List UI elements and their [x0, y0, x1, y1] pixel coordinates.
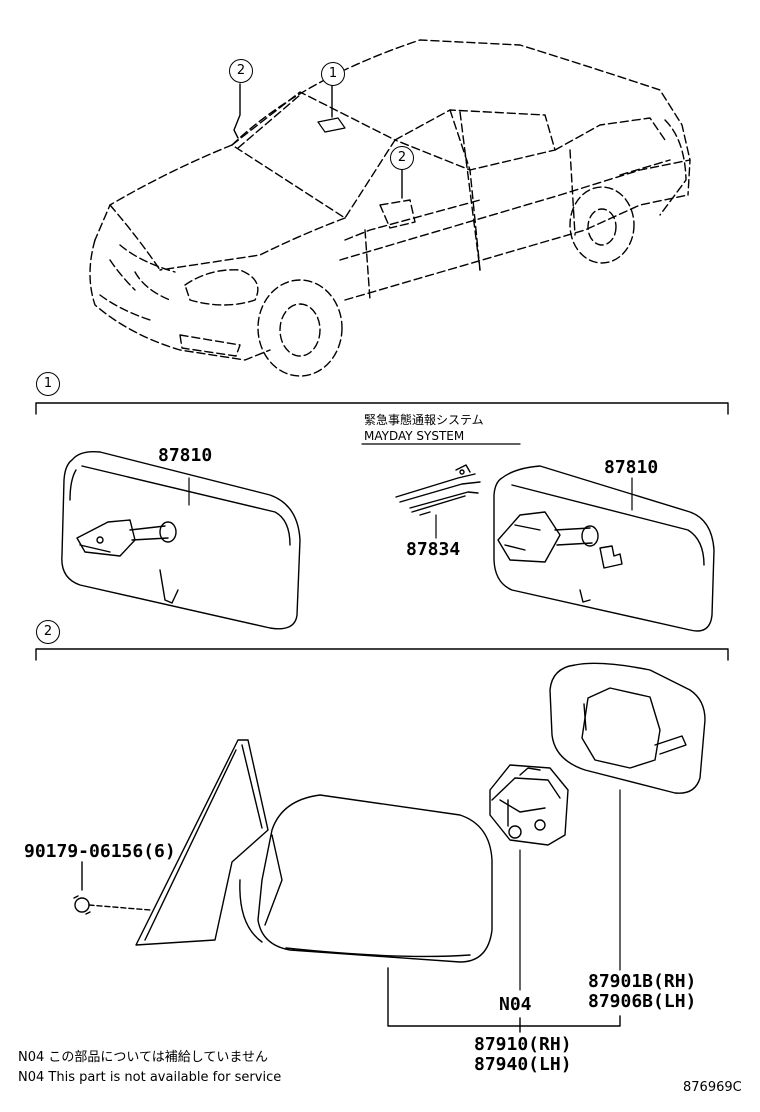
mayday-label-en: MAYDAY SYSTEM	[364, 429, 465, 443]
car-illustration	[89, 39, 691, 377]
part-number-87910-rh: 87910(RH)	[474, 1034, 572, 1055]
inner-mirror-right-drawing	[493, 465, 715, 632]
mirror-housing-drawing	[239, 794, 493, 963]
bolt-drawing	[73, 861, 151, 915]
group-2-bracket	[35, 648, 729, 661]
car-callout-leaders	[233, 83, 403, 199]
note-english: N04 This part is not available for servi…	[18, 1070, 282, 1085]
mirror-base-drawing	[135, 739, 269, 946]
part-number-87834: 87834	[406, 539, 461, 560]
inner-mirror-left-drawing	[61, 450, 301, 630]
part-number-87810-left: 87810	[158, 445, 213, 466]
part-number-87810-right: 87810	[604, 457, 659, 478]
part-number-87901b-rh: 87901B(RH)	[588, 971, 697, 992]
car-callout-2-left: 2	[229, 59, 253, 83]
group-2-callout: 2	[36, 620, 60, 644]
note-japanese: N04 この部品については補給していません	[18, 1050, 268, 1065]
mayday-wire-drawing	[395, 464, 481, 516]
group-1-bracket	[35, 402, 729, 415]
group-1-callout: 1	[36, 372, 60, 396]
mirror-motor-drawing	[489, 764, 569, 846]
diagram-id: 876969C	[683, 1080, 742, 1095]
assembly-bracket	[387, 967, 621, 1033]
part-number-bolt: 90179-06156(6)	[24, 841, 176, 862]
mayday-label-jp: 緊急事態通報システム	[364, 413, 484, 427]
mirror-glass-drawing	[549, 662, 706, 794]
part-number-87906b-lh: 87906B(LH)	[588, 991, 697, 1012]
car-callout-1: 1	[321, 62, 345, 86]
part-number-87940-lh: 87940(LH)	[474, 1054, 572, 1075]
part-code-n04: N04	[499, 994, 532, 1015]
car-callout-2-right: 2	[390, 146, 414, 170]
